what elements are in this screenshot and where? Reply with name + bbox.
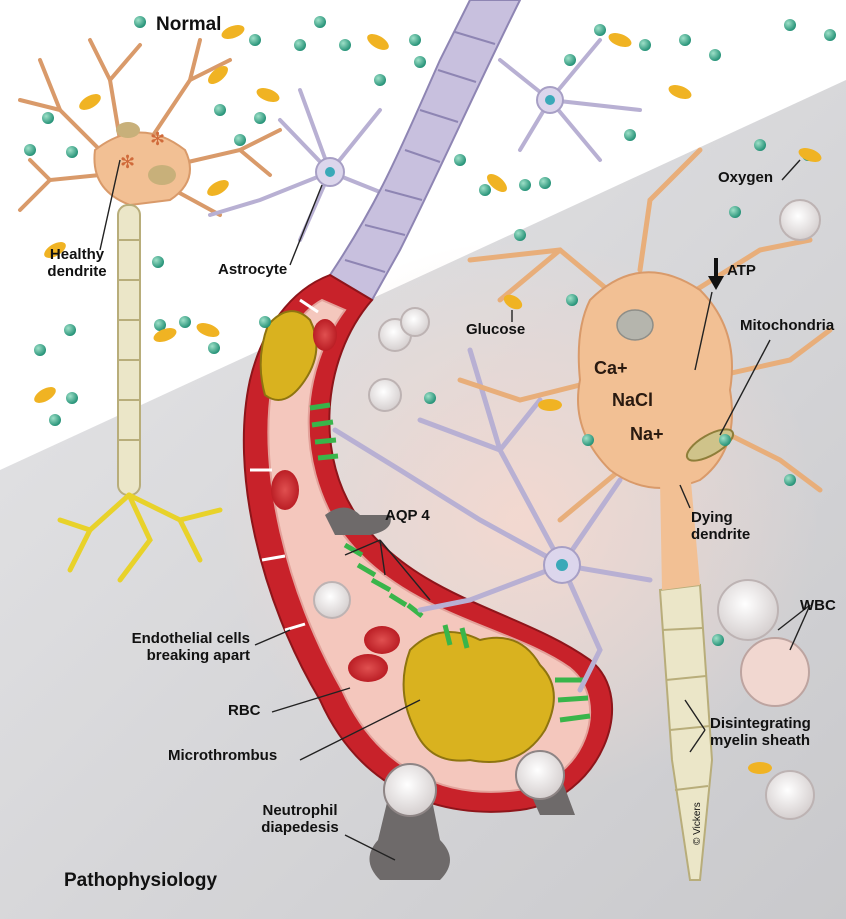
aqp4-label: AQP 4 xyxy=(385,508,430,525)
rbc-label: RBC xyxy=(228,703,261,720)
neutrophil-line2: diapedesis xyxy=(250,820,350,837)
neutrophil-label: Neutrophil diapedesis xyxy=(250,803,350,837)
healthy-dendrite-line1: Healthy xyxy=(22,247,132,264)
normal-title: Normal xyxy=(156,14,221,35)
atp-label: ATP xyxy=(727,263,756,280)
oxygen-label: Oxygen xyxy=(718,170,773,187)
artist-credit: © Vickers xyxy=(692,802,703,845)
neutrophil-line1: Neutrophil xyxy=(250,803,350,820)
microthrombus-label: Microthrombus xyxy=(168,748,277,765)
healthy-dendrite-label: Healthy dendrite xyxy=(22,247,132,281)
astrocyte-label: Astrocyte xyxy=(218,262,287,279)
endothelial-line1: Endothelial cells xyxy=(90,631,250,648)
pathophysiology-title: Pathophysiology xyxy=(64,870,217,891)
myelin-line1: Disintegrating xyxy=(710,716,811,733)
wbc-label: WBC xyxy=(800,598,836,615)
dying-dendrite-line1: Dying xyxy=(691,510,750,527)
endothelial-label: Endothelial cells breaking apart xyxy=(90,631,250,665)
myelin-label: Disintegrating myelin sheath xyxy=(710,716,811,750)
dying-dendrite-line2: dendrite xyxy=(691,527,750,544)
endothelial-line2: breaking apart xyxy=(90,648,250,665)
myelin-line2: myelin sheath xyxy=(710,733,811,750)
calcium-ion-label: Ca+ xyxy=(594,358,628,378)
healthy-dendrite-line2: dendrite xyxy=(22,264,132,281)
nacl-label: NaCl xyxy=(612,390,653,410)
sodium-ion-label: Na+ xyxy=(630,424,664,444)
glucose-label: Glucose xyxy=(466,322,525,339)
svg-text:✻: ✻ xyxy=(150,129,165,150)
mitochondria-label: Mitochondria xyxy=(740,318,834,335)
dying-dendrite-label: Dying dendrite xyxy=(691,510,750,544)
svg-text:✻: ✻ xyxy=(120,152,135,173)
